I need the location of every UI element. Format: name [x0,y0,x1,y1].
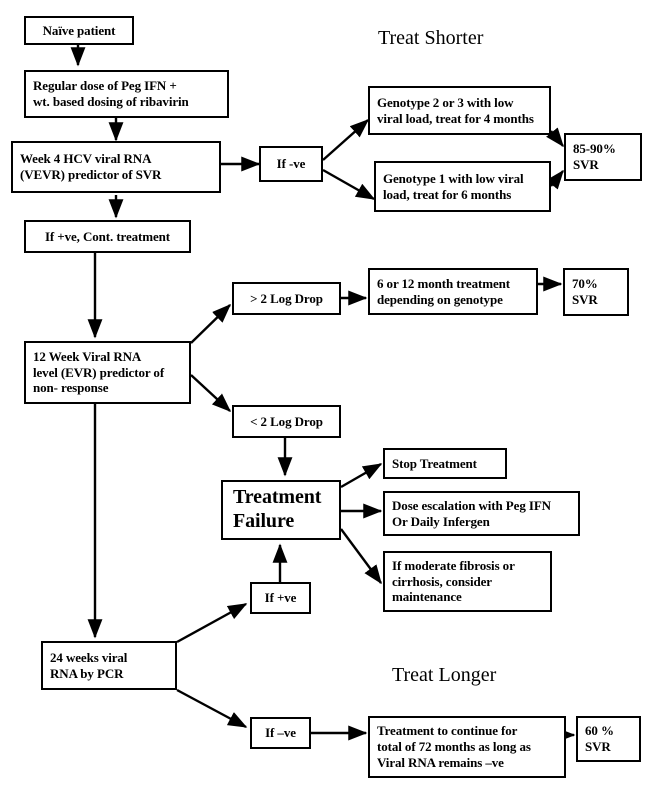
section-title-treat-longer: Treat Longer [392,664,497,686]
section-title-treat-shorter: Treat Shorter [378,27,484,49]
node-if-negative-week4[interactable]: If -ve [259,146,323,182]
node-if-positive-continue-treatment[interactable]: If +ve, Cont. treatment [24,220,191,253]
edge-ifneg-to-genotype1 [322,168,376,201]
edge-failure-to-fibrosis [340,528,382,585]
node-svr-70[interactable]: 70% SVR [563,268,629,316]
node-if-negative-24wk[interactable]: If –ve [250,717,311,749]
edge-week12-to-gt2log [190,303,232,344]
node-naive-patient[interactable]: Naïve patient [24,16,134,45]
edge-ifneg-to-genotype23 [322,119,370,161]
edge-week24-to-ifpos24 [176,602,248,644]
node-24-weeks-viral-rna[interactable]: 24 weeks viral RNA by PCR [41,641,177,690]
edge-genotype1-to-svr8590 [546,169,564,190]
node-greater-than-2-log-drop[interactable]: > 2 Log Drop [232,282,341,315]
node-genotype-1[interactable]: Genotype 1 with low viral load, treat fo… [374,161,551,212]
node-week12-viral-rna[interactable]: 12 Week Viral RNA level (EVR) predictor … [24,341,191,404]
edge-failure-to-stop [340,462,383,489]
node-if-positive-24wk[interactable]: If +ve [250,582,311,614]
node-svr-60[interactable]: 60 % SVR [576,716,641,762]
node-genotype-2-or-3[interactable]: Genotype 2 or 3 with low viral load, tre… [368,86,551,135]
node-less-than-2-log-drop[interactable]: < 2 Log Drop [232,405,341,438]
node-treatment-to-continue[interactable]: Treatment to continue for total of 72 mo… [368,716,566,778]
node-6-or-12-month-treatment[interactable]: 6 or 12 month treatment depending on gen… [368,268,538,315]
edge-week12-to-lt2log [190,374,232,412]
node-week4-hcv-viral-rna[interactable]: Week 4 HCV viral RNA (VEVR) predictor of… [11,141,221,193]
edge-genotype23-to-svr8590 [546,127,564,148]
node-regular-dose[interactable]: Regular dose of Peg IFN + wt. based dosi… [24,70,229,118]
node-fibrosis-maintenance[interactable]: If moderate fibrosis or cirrhosis, consi… [383,551,552,612]
node-stop-treatment[interactable]: Stop Treatment [383,448,507,479]
edge-week24-to-ifneg24 [176,688,248,729]
node-treatment-failure[interactable]: Treatment Failure [221,480,341,540]
node-svr-85-90[interactable]: 85-90% SVR [564,133,642,181]
node-dose-escalation[interactable]: Dose escalation with Peg IFN Or Daily In… [383,491,580,536]
